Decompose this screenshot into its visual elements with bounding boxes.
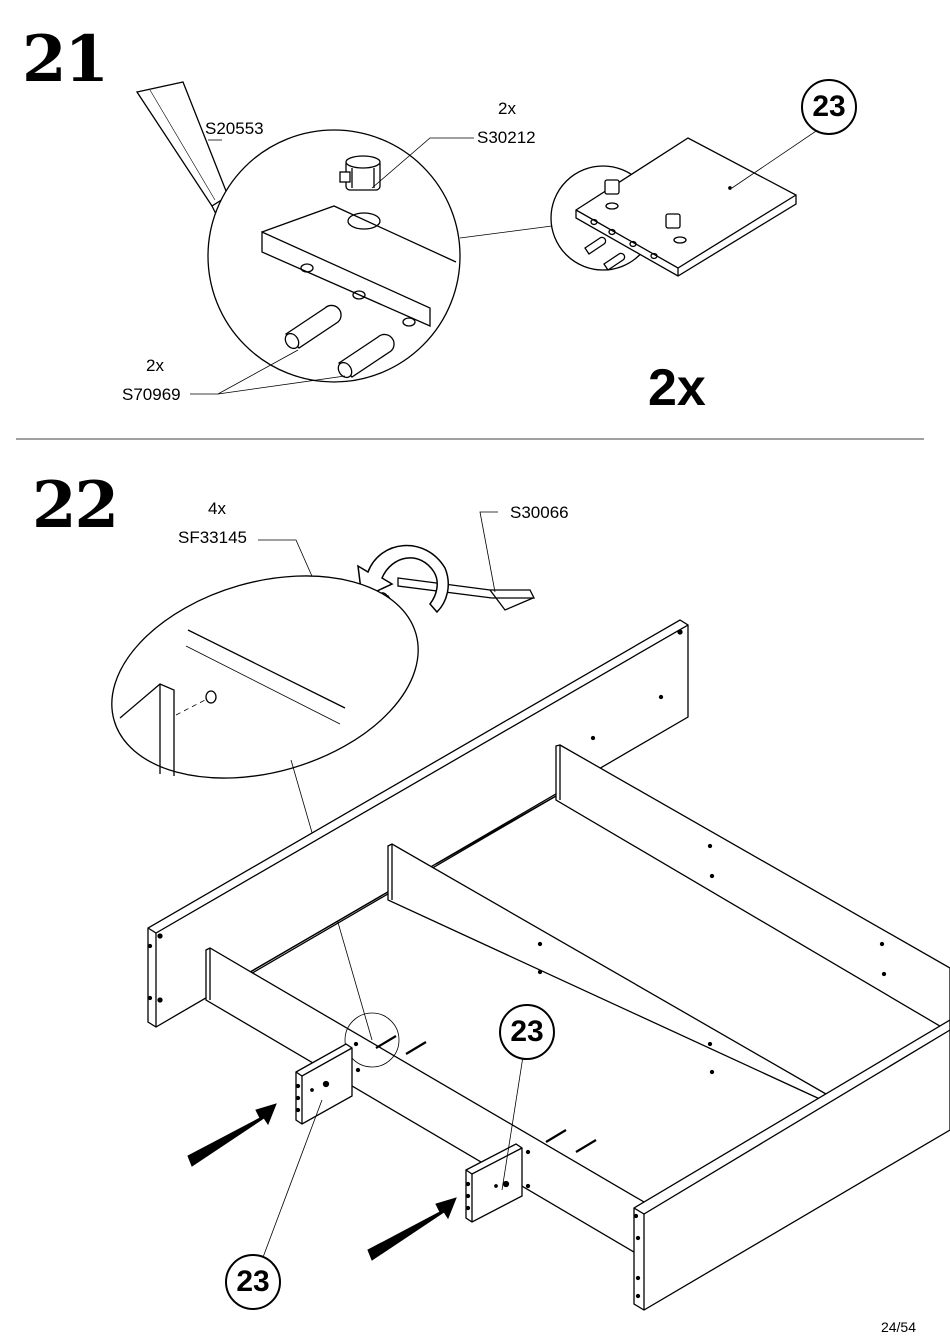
dowel-code-label: S70969 [122,385,181,404]
bed-frame [147,619,950,1311]
cam-code-label: S30212 [477,128,536,147]
cam-lock-icon [339,155,381,191]
repeat-count: 2x [648,359,706,417]
panel-23-left [295,1043,353,1125]
screw-code-label: SF33145 [178,528,247,547]
glue-bottle-icon [135,81,233,219]
step-22-number: 22 [32,468,119,543]
panel-23 [575,137,797,277]
detail-circle-21 [207,129,461,383]
part-ref-badge-22b: 23 [225,1254,281,1310]
part-ref-badge-21: 23 [801,79,857,135]
cam-qty-label: 2x [498,99,516,118]
dowel-icon [284,304,395,379]
detail-oval-22 [111,575,419,779]
part-ref-badge-22a: 23 [499,1004,555,1060]
allen-key-icon [397,577,536,611]
screw-qty-label: 4x [208,499,226,518]
panel-23-right [465,1143,523,1223]
push-arrow-icon-left [187,1103,277,1167]
key-code-label: S30066 [510,503,569,522]
push-arrow-icon-right [367,1197,457,1261]
step-21-number: 21 [22,22,109,97]
glue-code-label: S20553 [205,119,264,138]
page-number: 24/54 [880,1319,916,1335]
dowel-qty-label: 2x [146,356,164,375]
rotate-arrow-icon [357,544,449,614]
